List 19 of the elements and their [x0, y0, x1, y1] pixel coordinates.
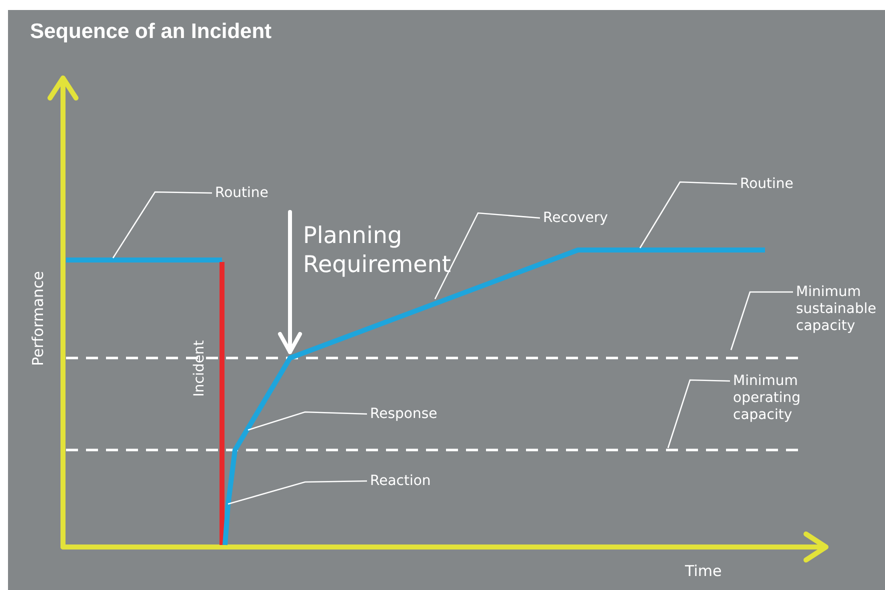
callout-label: Response: [370, 406, 438, 423]
leader-line: [248, 411, 368, 431]
leader-line: [228, 480, 368, 505]
axis-title: Performance: [30, 270, 47, 366]
leader-line: [730, 291, 793, 350]
leader-line: [112, 191, 212, 258]
leader-line: [639, 181, 738, 248]
callout-label: Minimum sustainable capacity: [796, 284, 878, 335]
callout-label: Minimum operating capacity: [733, 373, 802, 424]
axis-title: Time: [685, 563, 722, 580]
callout-label: Routine: [740, 176, 794, 193]
callout-label: Reaction: [370, 473, 431, 490]
callout-label: Routine: [215, 185, 268, 202]
annotation-text: Planning Requirement: [303, 222, 452, 280]
leader-line: [434, 212, 540, 300]
title: Sequence of an Incident: [30, 20, 272, 44]
callout-label: Recovery: [543, 210, 608, 227]
leader-line: [667, 379, 730, 448]
incident-label: Incident: [192, 340, 209, 396]
